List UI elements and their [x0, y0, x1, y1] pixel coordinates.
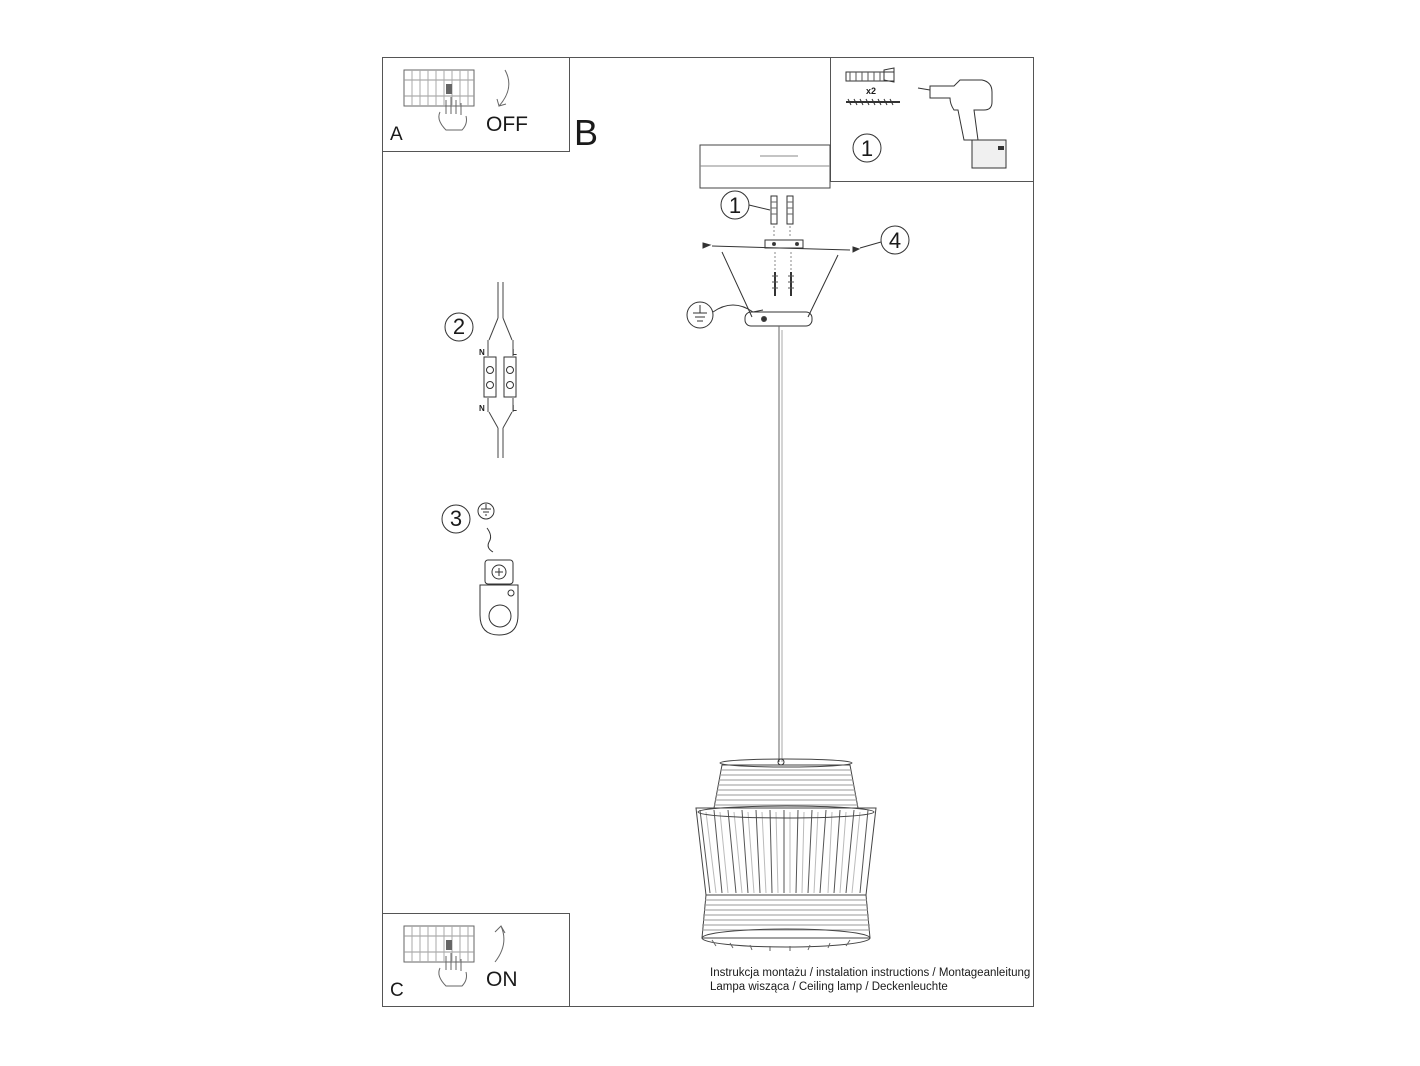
earth-symbol-icon: [477, 502, 495, 520]
caption-line-1: Instrukcja montażu / instalation instruc…: [710, 967, 1031, 979]
on-label: ON: [486, 968, 518, 991]
earth-terminal-icon: [479, 559, 519, 636]
step-3-circle: [441, 504, 471, 534]
wall-plug-icon: [770, 195, 794, 225]
kit-quantity: x2: [866, 86, 877, 96]
panel-c-switch-on: [382, 913, 570, 1007]
switch-on-arrow-icon: [494, 925, 506, 963]
drill-icon: [917, 79, 1007, 169]
side-screw-icon: [702, 242, 712, 249]
ceiling-icon: [699, 144, 831, 189]
wall-plug-icon: [845, 67, 895, 83]
step-1-number: 1: [728, 193, 742, 218]
canopy-icon: [721, 251, 839, 327]
hand-icon: [438, 953, 467, 987]
step-1-circle: [720, 190, 750, 220]
breaker-panel-icon: [403, 69, 475, 107]
caption-line-2: Lampa wisząca / Ceiling lamp / Deckenleu…: [710, 981, 948, 993]
step-2-circle: [444, 312, 474, 342]
kit-step-circle: [852, 133, 882, 163]
step-4-number: 4: [888, 228, 902, 253]
panel-a-letter: A: [390, 124, 403, 145]
step-4-circle: [880, 225, 910, 255]
lampshade-icon: [695, 758, 877, 951]
terminal-l-bottom: L: [512, 404, 517, 413]
screw-icon: [772, 272, 794, 296]
kit-step-number: 1: [860, 136, 874, 161]
panel-c-letter: C: [390, 980, 404, 1001]
step-2-number: 2: [452, 314, 466, 339]
off-label: OFF: [486, 113, 528, 136]
screw-icon: [846, 98, 900, 106]
instruction-frame: [382, 57, 1034, 1007]
hand-icon: [438, 97, 467, 131]
breaker-panel-icon: [403, 925, 475, 963]
mounting-bracket-icon: [711, 239, 851, 251]
panel-a-switch-off: [382, 57, 570, 152]
earth-symbol-icon: [686, 301, 714, 329]
terminal-block-icon: [483, 282, 517, 458]
terminal-n-top: N: [479, 348, 485, 357]
step-3-number: 3: [449, 506, 463, 531]
terminal-n-bottom: N: [479, 404, 485, 413]
terminal-l-top: L: [512, 348, 517, 357]
switch-off-arrow-icon: [496, 69, 510, 108]
section-b-letter: B: [574, 112, 599, 153]
side-screw-icon: [852, 246, 861, 253]
